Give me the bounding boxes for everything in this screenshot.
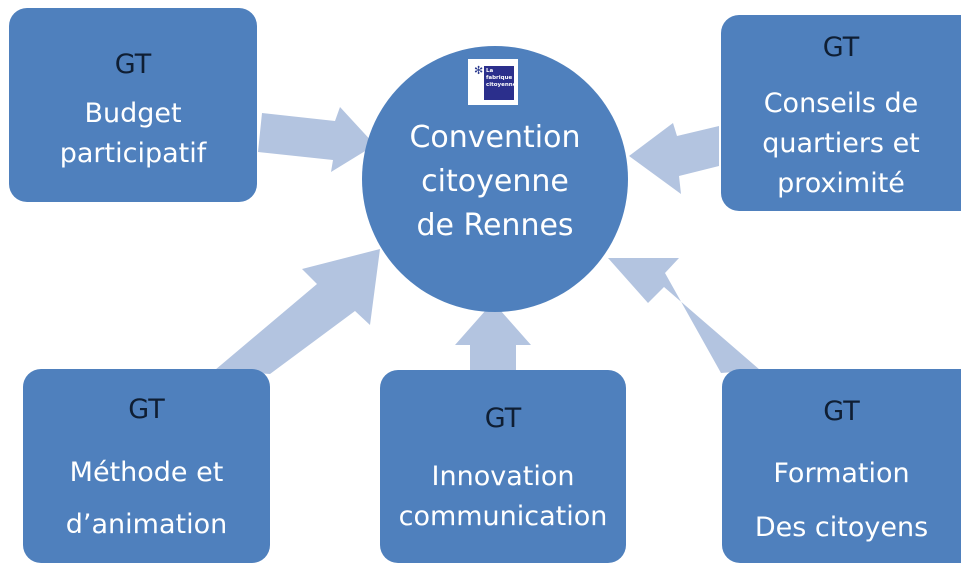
group-prefix: GT [822,32,860,63]
group-label: Méthode et d’animation [23,447,270,551]
arrow-innovation-to-center [455,302,531,370]
logo-icon: ✻ [474,64,484,77]
group-label-line: Formation [773,458,910,489]
logo-line-2: fabrique [486,75,513,81]
group-label-line: participatif [59,138,207,169]
group-label-line: proximité [777,168,905,199]
group-label-line: communication [398,501,608,532]
logo-text: La fabrique citoyenne [484,66,517,100]
group-label-line: quartiers et [762,128,920,159]
center-title-line-1: Convention [409,120,581,155]
center-title: Convention citoyenne de Rennes [362,116,628,248]
group-methode-animation: GT Méthode et d’animation [23,369,270,563]
group-budget-participatif: GT Budget participatif [9,8,257,202]
arrow-methode-to-center [215,249,380,374]
group-label-line: Des citoyens [754,512,929,543]
group-label: Budget participatif [9,94,257,174]
group-label-line: Budget [84,98,182,129]
group-conseils-de-quartiers: GT Conseils de quartiers et proximité [721,15,961,211]
center-node: ✻ La fabrique citoyenne Convention citoy… [362,46,628,312]
fabrique-citoyenne-logo: ✻ La fabrique citoyenne [468,59,518,105]
center-title-line-3: de Rennes [416,208,574,243]
group-prefix: GT [128,394,165,425]
arrow-budget-to-center [258,107,375,172]
group-label-line: d’animation [65,509,228,540]
group-innovation-communication: GT Innovation communication [380,370,626,563]
arrow-formation-to-center [608,258,760,373]
group-label-line: Innovation [431,461,575,492]
center-title-line-2: citoyenne [421,164,569,199]
group-prefix: GT [484,403,522,434]
arrow-conseils-to-center [629,123,719,194]
group-label-line: Méthode et [69,457,224,488]
logo-line-3: citoyenne [486,82,517,88]
group-label: Conseils de quartiers et proximité [721,84,961,204]
logo-line-1: La [486,68,494,74]
group-prefix: GT [823,396,860,427]
group-label: Innovation communication [380,457,626,537]
group-formation-citoyens: GT Formation Des citoyens [722,369,961,563]
group-label: Formation Des citoyens [722,447,961,555]
group-prefix: GT [114,49,152,80]
group-label-line: Conseils de [763,88,919,119]
